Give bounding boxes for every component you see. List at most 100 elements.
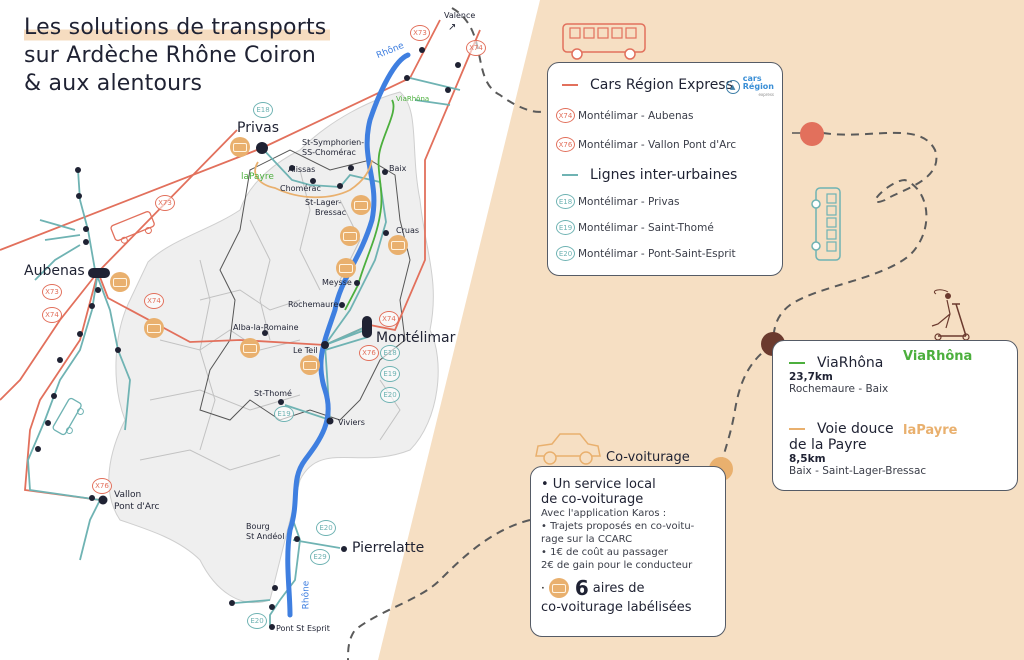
badge-e20: E20 [316, 520, 336, 536]
title-line-2: sur Ardèche Rhône Coiron [24, 43, 317, 68]
bullet-1-line-1: • Trajets proposés en co-voitu- [541, 521, 695, 532]
aires-line-2: co-voiturage labélisées [541, 600, 692, 615]
dashed-path [771, 131, 938, 346]
scooter-rider-icon [931, 289, 970, 341]
line-x74 [369, 29, 481, 332]
river-label-rhone-south: Rhône [301, 580, 312, 610]
badge-e19: E19 [274, 406, 294, 422]
city-label-privas: Privas [237, 120, 279, 136]
viarhona-route: Rochemaure - Baix [789, 383, 889, 395]
arrow-up-icon: ↗ [448, 22, 457, 33]
town-label-baix: Baix [389, 164, 407, 173]
bus-icon-map [110, 211, 155, 244]
badge-e20: E20 [247, 613, 267, 629]
aire-icon [340, 226, 360, 246]
town-label-st-symphorien-1: St-Symphorien- [302, 138, 365, 147]
aire-icon [336, 258, 356, 278]
legend-line-cars [562, 84, 578, 86]
territory-area [108, 91, 439, 604]
town-label-rochemaure: Rochemaure [288, 300, 339, 309]
line-e18 [261, 147, 387, 348]
badge-x73: X73 [42, 284, 62, 300]
badge-e18: E18 [253, 102, 273, 118]
direction-label-valence: Valence [444, 11, 476, 20]
town-label-viviers: Viviers [338, 418, 365, 427]
badge-x74: X74 [144, 293, 164, 309]
city-label-vallon-1: Vallon [114, 490, 142, 500]
bullet-2-line-2: 2€ de gain pour le conducteur [541, 560, 693, 571]
town-label-cruas: Cruas [396, 226, 420, 235]
town-label-alba: Alba-la-Romaine [233, 323, 299, 332]
bullet-2-line-1: • 1€ de coût au passager [541, 547, 668, 558]
aire-icon [351, 195, 371, 215]
stations [35, 47, 461, 630]
aires-count: 6 [574, 576, 589, 600]
line-x73 [0, 19, 441, 251]
aire-icon [300, 355, 320, 375]
aires-row: · 6 aires de [541, 576, 645, 600]
viarhona-heading: ViaRhôna [789, 355, 888, 371]
badge-e20: E20 [380, 387, 400, 403]
town-label-alissas: Alissas [288, 165, 316, 174]
aire-icon [548, 578, 569, 598]
town-label-st-symphorien-2: SS-Chomérac [302, 148, 356, 157]
badge-e29: E29 [310, 549, 330, 565]
bus-icon-map-teal [52, 397, 84, 436]
badge-x76: X76 [359, 345, 379, 361]
cars-region-heading: Cars Région Express [562, 77, 733, 93]
payre-line [254, 159, 373, 199]
badge-e18: E18 [380, 345, 400, 361]
badge-x73: X73 [155, 195, 175, 211]
aire-icon [230, 137, 250, 157]
aire-icon [388, 235, 408, 255]
badge-e19: E19 [380, 366, 400, 382]
viarhona-logo: ViaRhôna [903, 349, 973, 364]
payre-heading: Voie douce [789, 421, 926, 437]
viarhona-line [344, 99, 395, 311]
covoiturage-heading: Co-voiturage [606, 450, 690, 465]
badge-x73: X73 [410, 25, 430, 41]
bus-icon [562, 23, 646, 60]
dashed-path [721, 344, 773, 467]
town-label-st-lager-1: St-Lager- [305, 198, 342, 207]
city-label-aubenas: Aubenas [24, 263, 85, 279]
town-label-bourg-1: Bourg [246, 522, 270, 531]
mountain-icon: ▲ [725, 80, 740, 94]
payre-logo-map: laPayre [241, 172, 274, 182]
service-line-2: de co-voiturage [541, 492, 644, 507]
legend-line-payre [789, 428, 805, 430]
badge-x74: X74 [466, 40, 486, 56]
aires-line-1: aires de [592, 580, 645, 596]
bullet-1-line-2: rage sur la CCARC [541, 534, 633, 545]
town-label-st-lager-2: Bressac [315, 208, 347, 217]
town-label-st-thome: St-Thomé [254, 389, 292, 398]
bus-icon-vertical [811, 187, 841, 261]
city-label-vallon-2: Pont d'Arc [114, 502, 160, 512]
payre-route: Baix - Saint-Lager-Bressac [789, 465, 927, 477]
badge-x74: X74 [379, 311, 399, 327]
legend-card-covoiturage: • Un service local de co-voiturage Avec … [530, 466, 726, 637]
city-label-pierrelatte: Pierrelatte [352, 540, 425, 556]
town-label-chomerac: Chomérac [280, 184, 321, 193]
cars-region-logo: ▲ cars Région express [725, 75, 774, 99]
badge-x76: X76 [92, 478, 112, 494]
legend-card-velo: ViaRhôna 23,7km Rochemaure - Baix ViaRhô… [772, 340, 1018, 491]
viarhona-logo-map: ViaRhôna [396, 95, 430, 103]
payre-heading-2: de la Payre [789, 437, 867, 453]
aire-icon [110, 272, 130, 292]
town-label-meysse: Meysse [322, 278, 352, 287]
dashed-path [451, 7, 546, 113]
town-label-le-teil: Le Teil [293, 346, 318, 355]
viarhona-distance: 23,7km [789, 371, 833, 383]
town-label-bourg-2: St Andéol [246, 532, 285, 541]
path-node-cars [800, 122, 824, 146]
app-line: Avec l'application Karos : [541, 508, 667, 519]
legend-line-inter [562, 174, 578, 176]
legend-line-viarhona [789, 362, 805, 364]
